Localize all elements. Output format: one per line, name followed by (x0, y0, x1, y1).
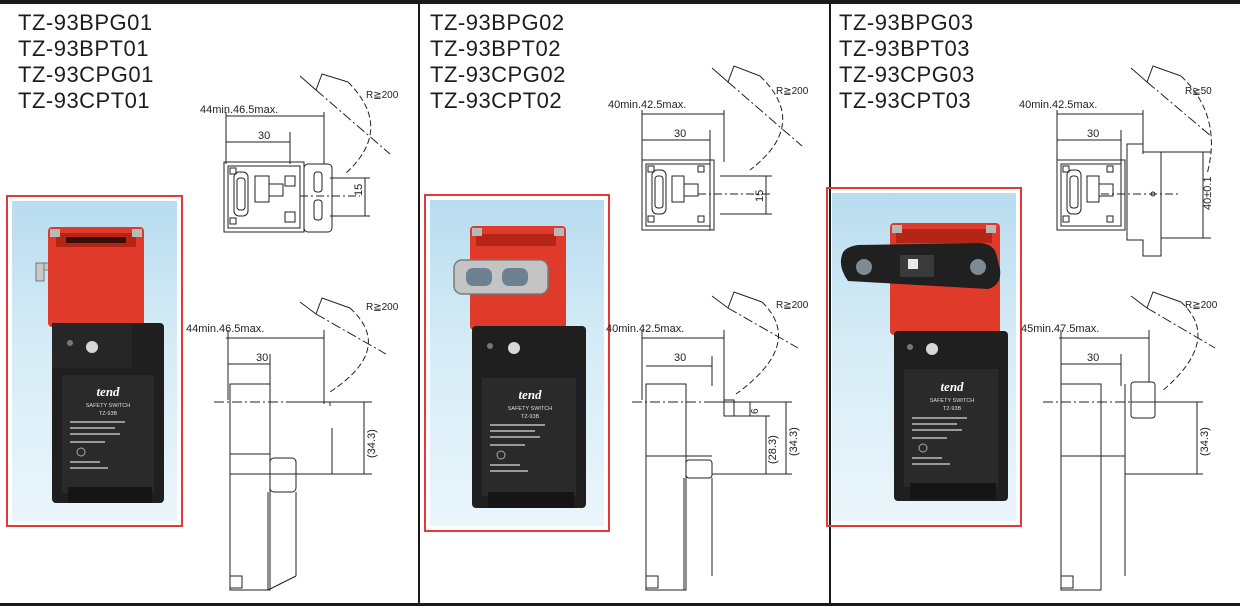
label-line2: TZ-93B (99, 411, 118, 417)
model-list: TZ-93BPG01 TZ-93BPT01 TZ-93CPG01 TZ-93CP… (18, 10, 154, 114)
model-name: TZ-93CPT02 (430, 88, 563, 113)
width-dimension: 30 (1087, 128, 1099, 140)
range-dimension: 44min.46.5max. (186, 323, 264, 335)
range-dimension: 40min.42.5max. (1019, 99, 1097, 111)
bottom-border (0, 603, 1240, 606)
product-photo-highlight: tend SAFETY SWITCH TZ-93B (826, 187, 1022, 527)
model-name: TZ-93CPG02 (430, 62, 566, 87)
width-dimension: 30 (674, 128, 686, 140)
label-line1: SAFETY SWITCH (930, 398, 975, 404)
height-dimension: (34.3) (788, 427, 800, 456)
brand-logo: tend (96, 384, 120, 399)
range-dimension: 40min.42.5max. (606, 323, 684, 335)
model-name: TZ-93BPG02 (430, 10, 565, 35)
model-name: TZ-93BPT01 (18, 36, 149, 61)
height-dimension: (34.3) (366, 429, 378, 458)
switch-photo: tend SAFETY SWITCH TZ-93B (453, 226, 586, 508)
model-name: TZ-93CPT01 (18, 88, 151, 113)
panel-model-02: TZ-93BPG02 TZ-93BPT02 TZ-93CPG02 TZ-93CP… (418, 4, 831, 603)
brand-logo: tend (518, 387, 542, 402)
top-border (0, 0, 1240, 4)
offset-dimension: 15 (353, 184, 365, 196)
radius-dimension: R≧50 (1185, 86, 1212, 97)
label-line2: TZ-93B (943, 406, 962, 412)
label-line1: SAFETY SWITCH (86, 403, 131, 409)
model-name: TZ-93CPG01 (18, 62, 154, 87)
width-dimension: 30 (674, 352, 686, 364)
offset-dimension: 15 (754, 190, 766, 202)
product-photo-highlight: tend SAFETY SWITCH TZ-93B (6, 195, 183, 527)
height-dimension: (34.3) (1199, 427, 1211, 456)
width-dimension: 30 (256, 352, 268, 364)
brand-logo: tend (940, 379, 964, 394)
height-dimension-2: (28.3) (767, 435, 779, 464)
switch-photo: tend SAFETY SWITCH TZ-93B (840, 223, 1008, 501)
radius-dimension: R≧200 (776, 300, 809, 311)
dimension-drawing: 44min.46.5max. 30 15 R≧200 44min.46.5max… (186, 73, 399, 591)
label-line2: TZ-93B (521, 414, 540, 420)
radius-dimension: R≧200 (366, 302, 399, 313)
model-name: TZ-93BPG03 (839, 10, 974, 35)
switch-photo: tend SAFETY SWITCH TZ-93B (35, 227, 164, 503)
dimension-drawing: 40min.42.5max. 30 40±0.1 R≧50 45min.47.5… (1019, 65, 1218, 591)
dimension-drawing: 40min.42.5max. 30 15 R≧200 40min.42.5max… (606, 65, 809, 591)
small-dimension: 6 (750, 408, 761, 414)
model-name: TZ-93BPT02 (430, 36, 561, 61)
model-name: TZ-93BPG01 (18, 10, 153, 35)
label-line1: SAFETY SWITCH (508, 406, 553, 412)
model-name: TZ-93BPT03 (839, 36, 970, 61)
product-photo-highlight: tend SAFETY SWITCH TZ-93B (424, 194, 610, 532)
model-name: TZ-93CPT03 (839, 88, 972, 113)
radius-dimension: R≧200 (776, 86, 809, 97)
width-dimension: 30 (258, 130, 270, 142)
panel-model-03: TZ-93BPG03 TZ-93BPT03 TZ-93CPG03 TZ-93CP… (826, 4, 1240, 603)
model-name: TZ-93CPG03 (839, 62, 975, 87)
offset-dimension: 40±0.1 (1202, 176, 1214, 210)
range-dimension: 45min.47.5max. (1021, 323, 1099, 335)
radius-dimension: R≧200 (1185, 300, 1218, 311)
range-dimension: 44min.46.5max. (200, 104, 278, 116)
panel-model-01: TZ-93BPG01 TZ-93BPT01 TZ-93CPG01 TZ-93CP… (0, 4, 418, 603)
model-list: TZ-93BPG02 TZ-93BPT02 TZ-93CPG02 TZ-93CP… (430, 10, 566, 114)
model-list: TZ-93BPG03 TZ-93BPT03 TZ-93CPG03 TZ-93CP… (839, 10, 975, 114)
width-dimension: 30 (1087, 352, 1099, 364)
range-dimension: 40min.42.5max. (608, 99, 686, 111)
radius-dimension: R≧200 (366, 90, 399, 101)
